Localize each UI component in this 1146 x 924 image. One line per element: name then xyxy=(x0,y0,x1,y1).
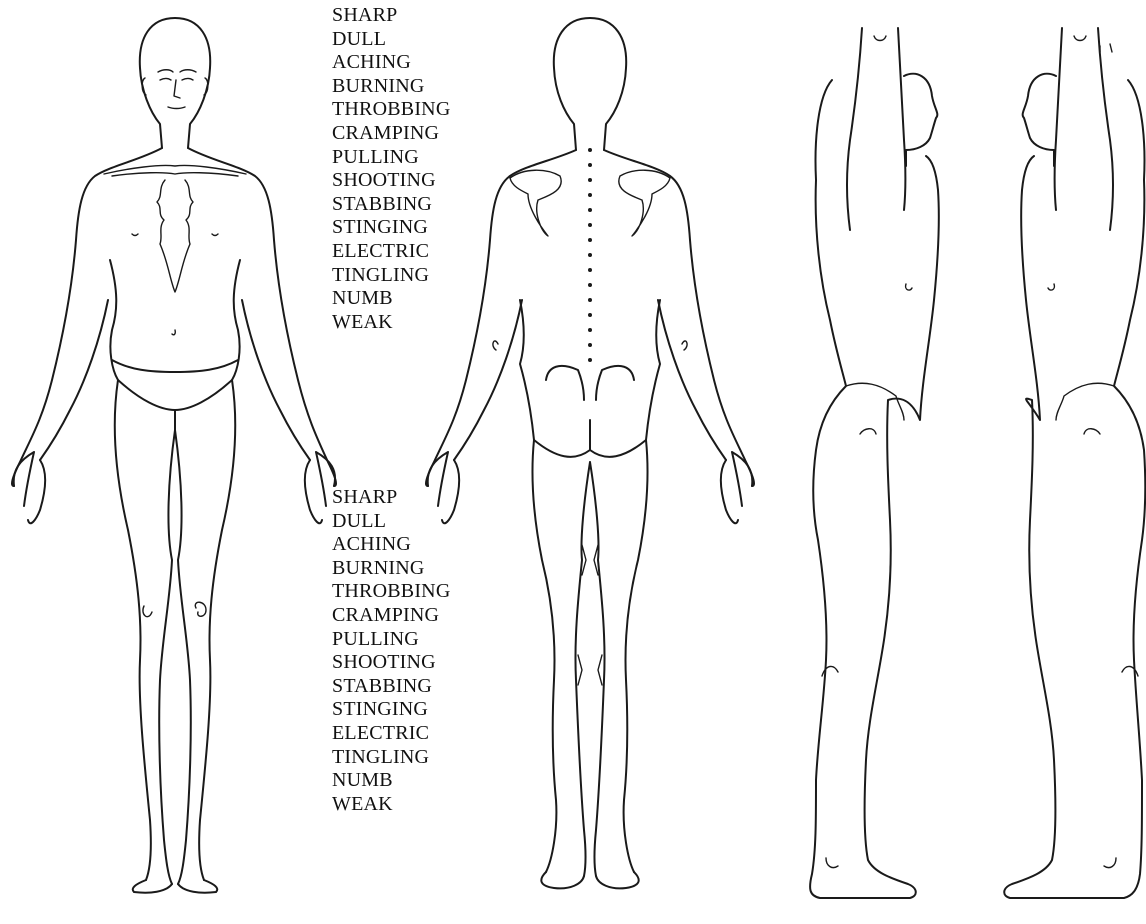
pain-descriptor[interactable]: BURNING xyxy=(332,557,450,581)
back-legs xyxy=(532,440,647,876)
pain-descriptor[interactable]: STINGING xyxy=(332,698,450,722)
back-head xyxy=(554,18,626,150)
right-side-hand-top xyxy=(874,36,886,41)
pain-descriptor[interactable]: DULL xyxy=(332,510,450,534)
left-side-raised-arm xyxy=(1055,28,1114,230)
pain-descriptor[interactable]: SHARP xyxy=(332,486,450,510)
front-feet xyxy=(133,880,218,893)
pain-descriptor[interactable]: TINGLING xyxy=(332,264,450,288)
pain-descriptor[interactable]: TINGLING xyxy=(332,746,450,770)
front-hands xyxy=(14,452,335,523)
left-side-hand-top xyxy=(1074,36,1112,52)
pain-descriptor[interactable]: SHOOTING xyxy=(332,169,450,193)
pain-descriptor[interactable]: PULLING xyxy=(332,146,450,170)
left-side-head xyxy=(1023,74,1056,166)
front-nipples xyxy=(132,234,218,335)
pain-descriptor[interactable]: STINGING xyxy=(332,216,450,240)
pain-descriptor[interactable]: PULLING xyxy=(332,628,450,652)
pain-descriptor[interactable]: CRAMPING xyxy=(332,122,450,146)
pain-descriptor[interactable]: THROBBING xyxy=(332,98,450,122)
pain-descriptor[interactable]: ELECTRIC xyxy=(332,240,450,264)
pain-descriptor[interactable]: BURNING xyxy=(332,75,450,99)
pain-descriptor[interactable]: STABBING xyxy=(332,675,450,699)
pain-descriptor[interactable]: SHOOTING xyxy=(332,651,450,675)
pain-descriptor[interactable]: NUMB xyxy=(332,769,450,793)
pain-descriptor-list-lower: SHARP DULL ACHING BURNING THROBBING CRAM… xyxy=(332,486,450,816)
left-side-details xyxy=(1048,284,1138,868)
pain-descriptor[interactable]: DULL xyxy=(332,28,450,52)
front-legs xyxy=(115,380,235,884)
back-waist-buttocks xyxy=(520,300,660,457)
front-face xyxy=(142,70,208,109)
pain-descriptor[interactable]: STABBING xyxy=(332,193,450,217)
right-side-view-figure[interactable] xyxy=(810,28,939,898)
front-view-figure[interactable] xyxy=(12,18,336,893)
pain-descriptor[interactable]: WEAK xyxy=(332,311,450,335)
right-side-details xyxy=(822,284,912,868)
right-side-raised-arm xyxy=(847,28,906,230)
pain-descriptor[interactable]: THROBBING xyxy=(332,580,450,604)
left-side-body xyxy=(1004,80,1145,898)
front-knees xyxy=(143,602,206,616)
right-side-body xyxy=(810,80,939,898)
right-side-head xyxy=(904,74,937,166)
pain-descriptor[interactable]: ACHING xyxy=(332,533,450,557)
back-feet xyxy=(541,872,638,888)
left-side-view-figure[interactable] xyxy=(1004,28,1145,898)
pain-descriptor[interactable]: CRAMPING xyxy=(332,604,450,628)
pain-descriptor-list-upper: SHARP DULL ACHING BURNING THROBBING CRAM… xyxy=(332,4,450,334)
back-spine-dots xyxy=(588,148,592,362)
back-view-figure[interactable] xyxy=(426,18,754,888)
front-chest-lines xyxy=(104,165,246,292)
front-abdomen xyxy=(110,260,240,410)
pain-descriptor[interactable]: ELECTRIC xyxy=(332,722,450,746)
pain-descriptor[interactable]: ACHING xyxy=(332,51,450,75)
pain-descriptor[interactable]: NUMB xyxy=(332,287,450,311)
pain-descriptor[interactable]: WEAK xyxy=(332,793,450,817)
pain-descriptor[interactable]: SHARP xyxy=(332,4,450,28)
